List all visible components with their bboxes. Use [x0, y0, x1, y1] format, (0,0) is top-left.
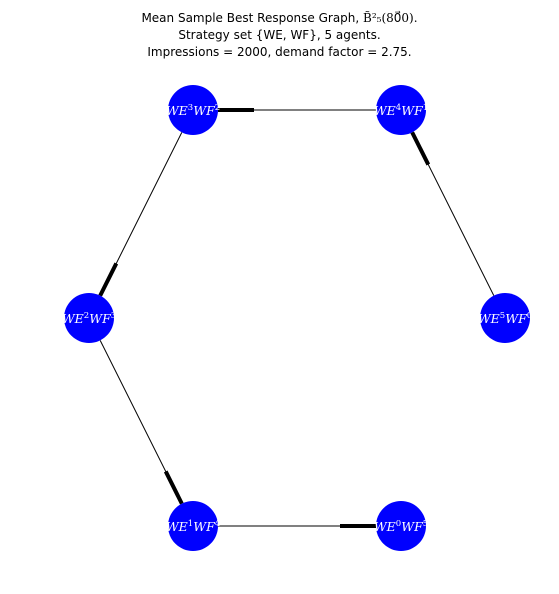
title-line-2: Strategy set {WE, WF}, 5 agents.: [178, 28, 381, 42]
node-label-exponent: 5: [423, 519, 428, 529]
node-WE2WF3: WE2WF3: [62, 293, 116, 343]
title-line-3: Impressions = 2000, demand factor = 2.75…: [147, 45, 412, 59]
node-label-exponent: 1: [188, 519, 193, 529]
node-circle: [376, 501, 426, 551]
node-circle: [168, 85, 218, 135]
node-label-exponent: 0: [396, 519, 401, 529]
node-label: WE0WF5: [374, 519, 428, 534]
node-label: WE2WF3: [62, 311, 116, 326]
node-label-strategy: WE: [374, 519, 396, 534]
node-label-strategy: WE: [62, 311, 84, 326]
node-label-strategy: WE: [166, 103, 188, 118]
node-label-strategy: WF: [89, 311, 112, 326]
node-circle: [168, 501, 218, 551]
node-label-strategy: WF: [401, 519, 424, 534]
title-line-1-text: Mean Sample Best Response Graph,: [141, 11, 364, 25]
node-label-exponent: 3: [188, 103, 193, 113]
edges-layer: [98, 108, 495, 528]
node-label-exponent: 0: [527, 311, 532, 321]
node-label-exponent: 4: [215, 519, 220, 529]
node-label: WE4WF1: [374, 103, 428, 118]
node-label-exponent: 1: [423, 103, 428, 113]
node-WE5WF0: WE5WF0: [478, 293, 532, 343]
node-label-exponent: 4: [396, 103, 401, 113]
title-line-1: Mean Sample Best Response Graph, B̃²₅(80…: [0, 10, 559, 27]
node-label-strategy: WF: [505, 311, 528, 326]
node-label: WE5WF0: [478, 311, 532, 326]
node-label-exponent: 2: [215, 103, 220, 113]
node-label: WE3WF2: [166, 103, 220, 118]
title-line-1-math: B̃²₅(80⃗0).: [363, 11, 418, 25]
node-label-strategy: WE: [374, 103, 396, 118]
node-label-exponent: 2: [84, 311, 89, 321]
node-label-strategy: WF: [193, 103, 216, 118]
node-label-strategy: WE: [478, 311, 500, 326]
chart-title: Mean Sample Best Response Graph, B̃²₅(80…: [0, 10, 559, 61]
node-label-strategy: WF: [193, 519, 216, 534]
node-circle: [64, 293, 114, 343]
edge-head-WE2WF3: [98, 262, 119, 297]
node-WE4WF1: WE4WF1: [374, 85, 428, 135]
node-circle: [480, 293, 530, 343]
node-label: WE1WF4: [166, 519, 220, 534]
node-WE3WF2: WE3WF2: [166, 85, 220, 135]
node-label-exponent: 3: [111, 311, 116, 321]
node-WE1WF4: WE1WF4: [166, 501, 220, 551]
edge-head-WE1WF4: [163, 470, 184, 505]
node-label-exponent: 5: [500, 311, 505, 321]
node-label-strategy: WF: [401, 103, 424, 118]
node-WE0WF5: WE0WF5: [374, 501, 428, 551]
node-label-strategy: WE: [166, 519, 188, 534]
node-circle: [376, 85, 426, 135]
edge-head-WE4WF1: [410, 131, 431, 166]
